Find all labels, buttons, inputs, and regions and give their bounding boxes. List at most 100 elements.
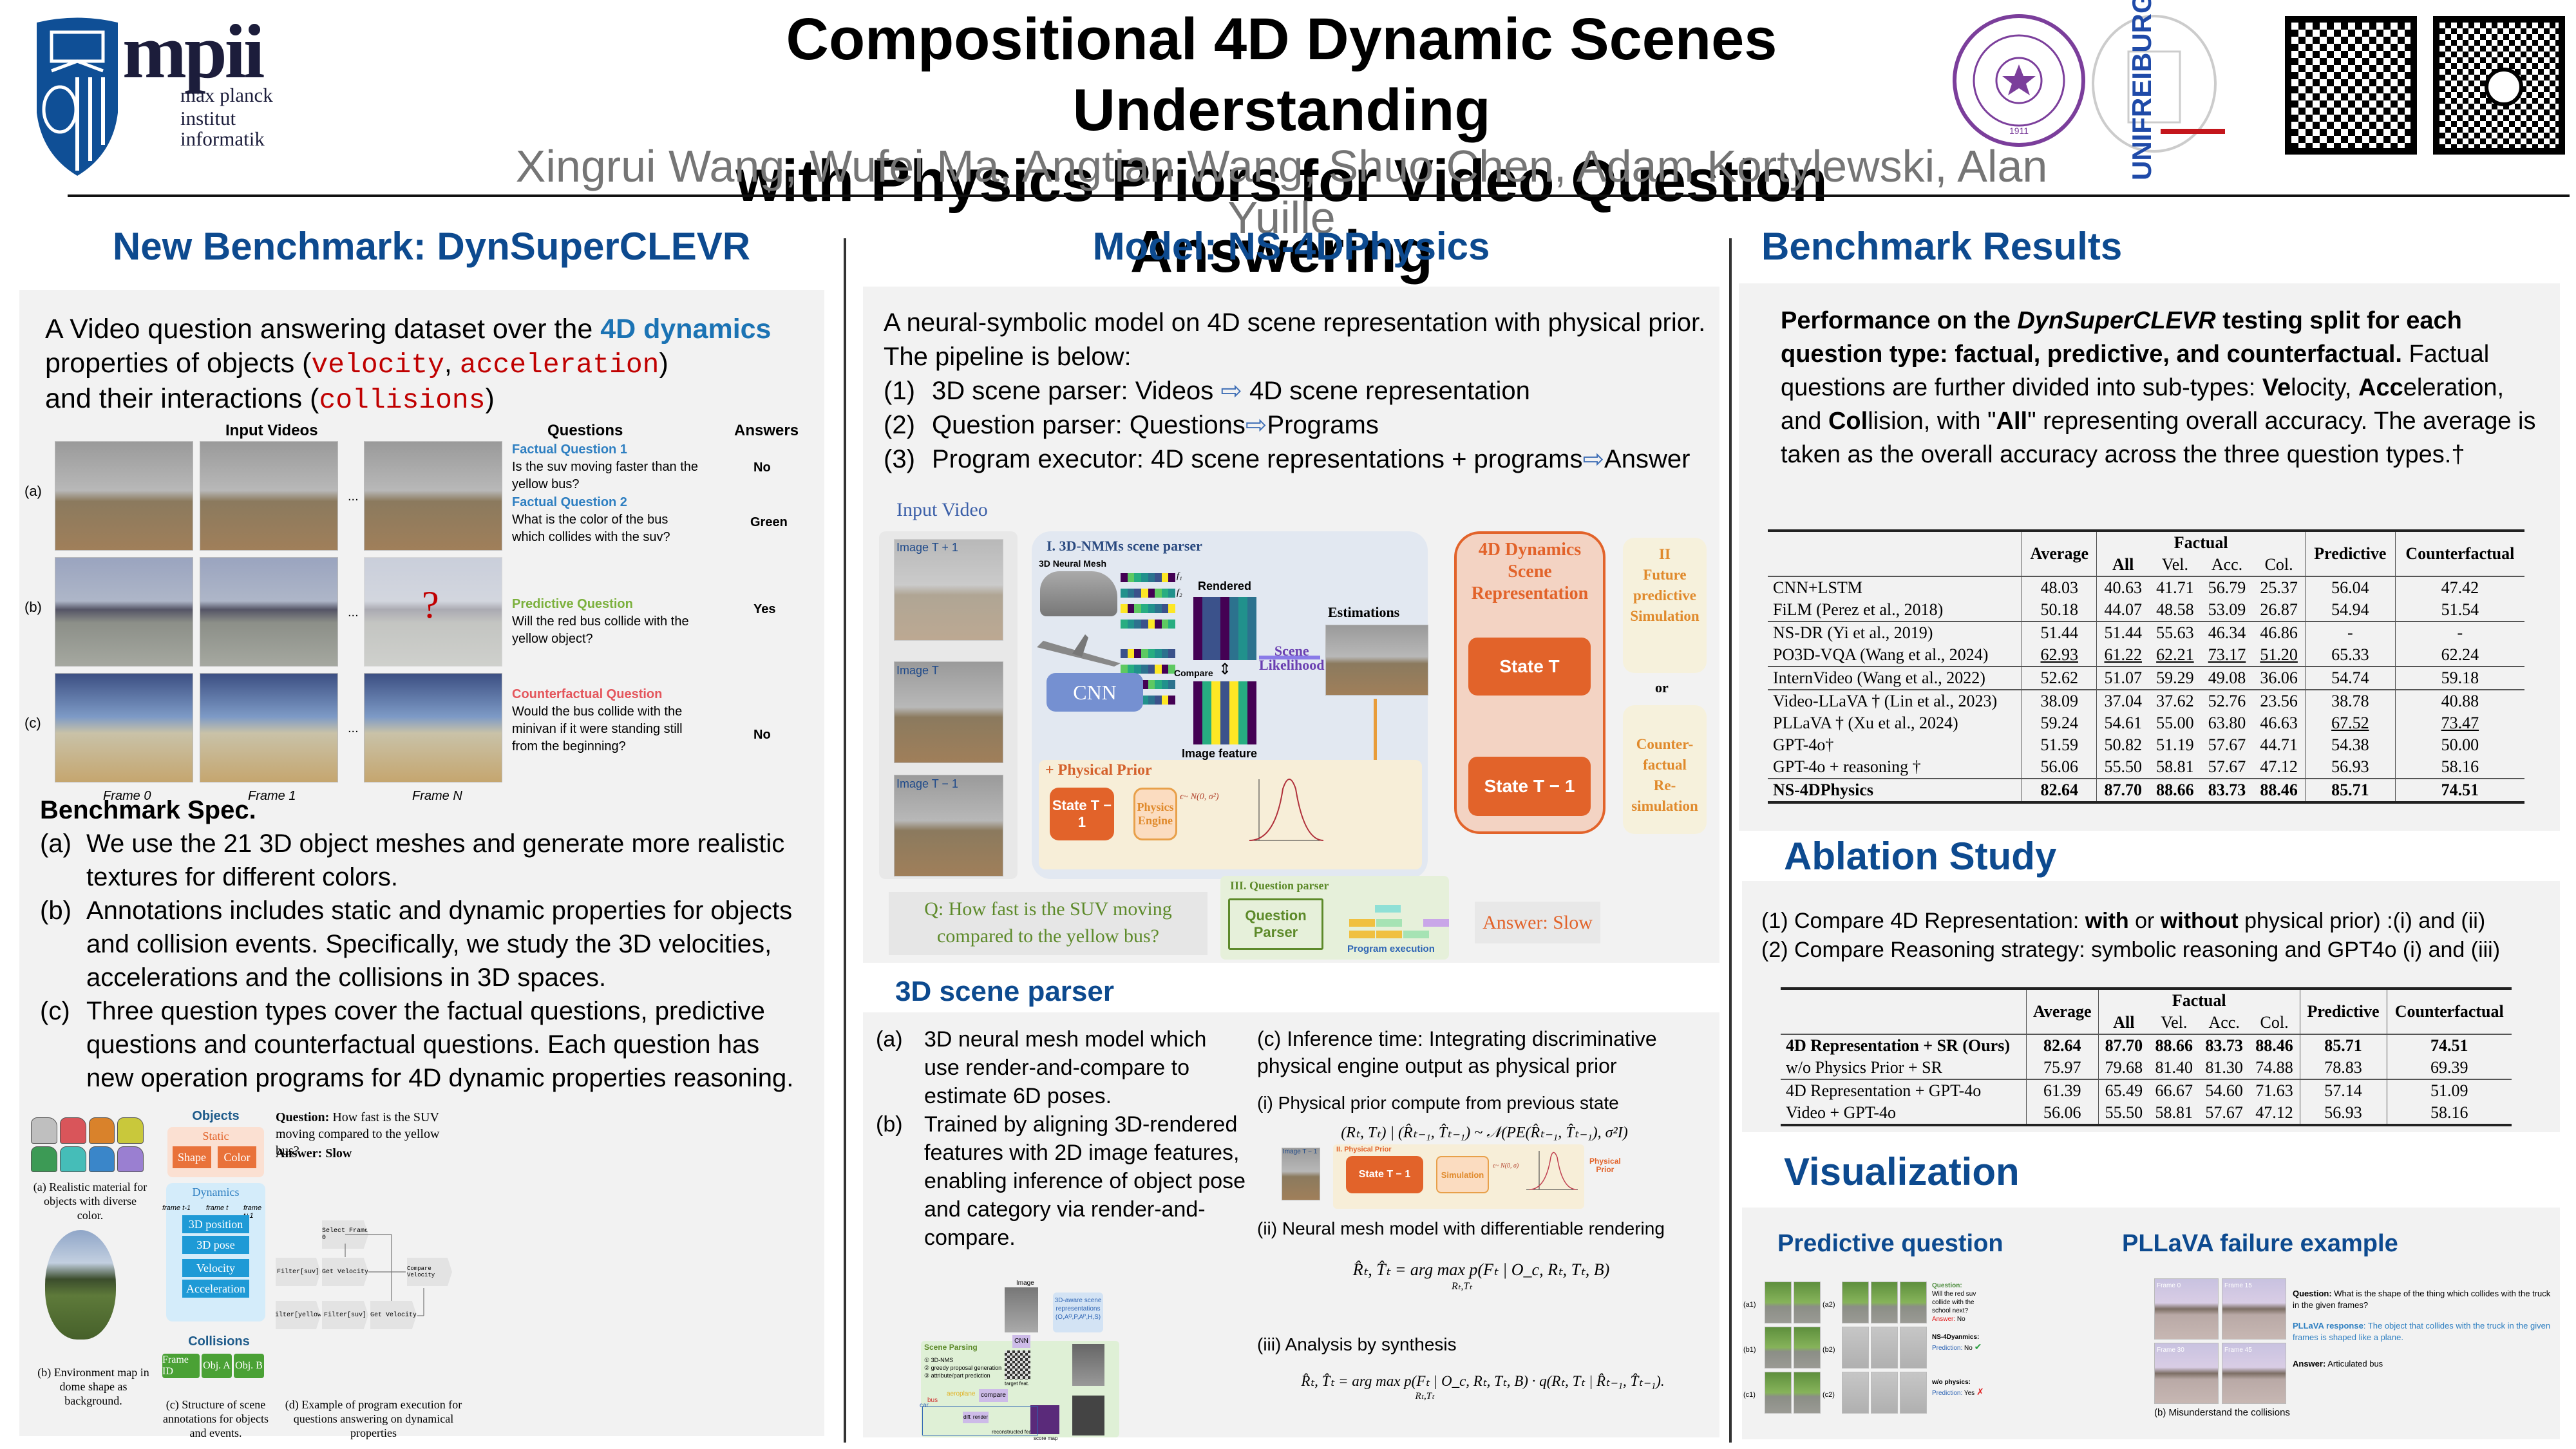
freiburg-seal-icon xyxy=(2092,15,2217,153)
pllava-frame-30: Frame 30 xyxy=(2154,1343,2219,1404)
airplane-icon xyxy=(1037,634,1121,667)
cell-value: 82.64 xyxy=(2025,1034,2099,1057)
counterfactual-block: Counter- factual Re-simulation xyxy=(1623,705,1707,834)
pipeline-step-2: (2)Question parser: Questions⇨Programs xyxy=(884,411,1379,439)
render-equation: R̂ₜ, T̂ₜ = arg max p(Fₜ | O_c, Rₜ, Tₜ, B… xyxy=(1352,1260,1610,1292)
heatmap-cell xyxy=(1193,606,1202,615)
parser-point-b: (b)Trained by aligning 3D-rendered featu… xyxy=(876,1112,1246,1250)
ablation-panel: (1) Compare 4D Representation: with or w… xyxy=(1742,881,2560,1132)
freiburg-logo: UNIFREIBURG xyxy=(2090,0,2225,180)
collisions-title: Collisions xyxy=(188,1334,250,1349)
heatmap-cell xyxy=(1193,651,1202,660)
poster-title: Compositional 4D Dynamic Scenes Understa… xyxy=(609,4,1955,287)
tag-obj-a: Obj. A xyxy=(202,1354,232,1378)
ablation-desc: (1) Compare 4D Representation: with or w… xyxy=(1761,909,2501,962)
cell-value: 55.00 xyxy=(2156,714,2194,732)
video-frame-b0 xyxy=(55,557,193,667)
rendered-label: Rendered xyxy=(1198,580,1252,592)
row-method: InternVideo (Wang et al., 2022) xyxy=(1773,668,1985,687)
cell-value: 47.12 xyxy=(2260,757,2298,776)
row-method: PLLaVA † (Xu et al., 2024) xyxy=(1773,714,1958,732)
heatmap-cell xyxy=(1202,735,1211,744)
cell-value: 61.39 xyxy=(2025,1079,2099,1102)
tsinghua-seal-icon: 1911 xyxy=(1953,14,2085,147)
column-divider-1 xyxy=(844,238,846,1443)
compare-label: Compare xyxy=(1174,668,1213,678)
cell-value: 52.76 xyxy=(2208,692,2246,710)
header-all: All xyxy=(2098,1012,2149,1034)
vis-b2-frame-2 xyxy=(1871,1327,1898,1368)
cell-value: 52.62 xyxy=(2022,667,2097,690)
mini-prior-output: Physical Prior xyxy=(1589,1157,1621,1174)
vis-b2-frame-1 xyxy=(1842,1327,1869,1368)
heatmap-cell xyxy=(1193,690,1202,699)
heatmap-cell xyxy=(1193,633,1202,642)
cell-value: 25.37 xyxy=(2260,578,2298,597)
caption-c: (c) Structure of scene annotations for o… xyxy=(163,1398,269,1439)
feature-strip xyxy=(1121,620,1175,629)
heatmap-cell xyxy=(1238,597,1247,606)
question-parser-title: III. Question parser xyxy=(1230,879,1329,892)
objects-title: Objects xyxy=(192,1109,240,1123)
cell-value: 48.58 xyxy=(2156,600,2194,619)
prog-compare-velocity: Compare Velocity xyxy=(407,1258,452,1286)
cell-value: 56.93 xyxy=(2299,1102,2387,1125)
row-method: 4D Representation + SR (Ours) xyxy=(1786,1036,2010,1055)
target-feat xyxy=(1005,1350,1030,1379)
image-feature-map xyxy=(1193,681,1256,744)
model-panel: A neural-symbolic model on 4D scene repr… xyxy=(863,287,1719,963)
cell-value: 66.67 xyxy=(2155,1081,2193,1100)
heatmap-cell xyxy=(1247,633,1256,642)
freiburg-wordmark: UNIFREIBURG xyxy=(2126,0,2206,180)
cell-value: 65.33 xyxy=(2304,644,2396,667)
heatmap-cell xyxy=(1238,699,1247,708)
video-frame-an xyxy=(364,441,502,551)
question-predictive: Predictive Question Will the red bus col… xyxy=(512,597,689,646)
row-method: PO3D-VQA (Wang et al., 2024) xyxy=(1773,645,1989,664)
cell-value: 49.08 xyxy=(2208,668,2246,687)
prog-get-velocity-2: Get Velocity xyxy=(370,1301,417,1329)
heatmap-cell xyxy=(1211,726,1220,735)
heatmap-cell xyxy=(1229,633,1238,642)
header-predictive: Predictive xyxy=(2299,989,2387,1034)
heatmap-cell xyxy=(1229,597,1238,606)
plane-mesh-icon xyxy=(1037,634,1121,673)
cell-value: 50.18 xyxy=(2022,599,2097,621)
heatmap-cell xyxy=(1211,642,1220,651)
model-intro: A neural-symbolic model on 4D scene repr… xyxy=(884,306,1714,477)
cell-value: 85.71 xyxy=(2304,779,2396,802)
cell-value: 26.87 xyxy=(2260,600,2298,619)
car-swatch xyxy=(117,1146,144,1172)
physical-prior-title: + Physical Prior xyxy=(1045,762,1152,779)
cell-value: 56.93 xyxy=(2304,756,2396,779)
qr-code-project[interactable] xyxy=(2285,16,2417,155)
vis-question: Question: Will the red suv collide with … xyxy=(1932,1282,1976,1323)
heatmap-cell xyxy=(1220,606,1229,615)
cell-value: 51.19 xyxy=(2156,735,2194,754)
row-method: Video-LLaVA † (Lin et al., 2023) xyxy=(1773,692,1998,710)
ellipsis-c: ... xyxy=(348,721,359,735)
heatmap-cell xyxy=(1238,633,1247,642)
cell-value: 57.67 xyxy=(2208,757,2246,776)
qr-code-github[interactable] xyxy=(2433,16,2565,155)
cell-value: 82.64 xyxy=(2022,779,2097,802)
heatmap-cell xyxy=(1220,651,1229,660)
cell-value: 55.50 xyxy=(2096,756,2150,779)
heatmap-cell xyxy=(1238,615,1247,624)
author-list: Xingrui Wang, Wufei Ma, Angtian Wang, Sh… xyxy=(515,141,2048,243)
heatmap-cell xyxy=(1202,615,1211,624)
image-t-plus-1 xyxy=(894,539,1003,641)
feature-strip xyxy=(1121,589,1175,598)
cell-value: 46.34 xyxy=(2208,623,2246,642)
jhu-logo xyxy=(35,16,118,177)
heatmap-cell xyxy=(1220,633,1229,642)
input-video-label: Input Video xyxy=(896,499,988,520)
feature-strips xyxy=(1121,573,1175,705)
